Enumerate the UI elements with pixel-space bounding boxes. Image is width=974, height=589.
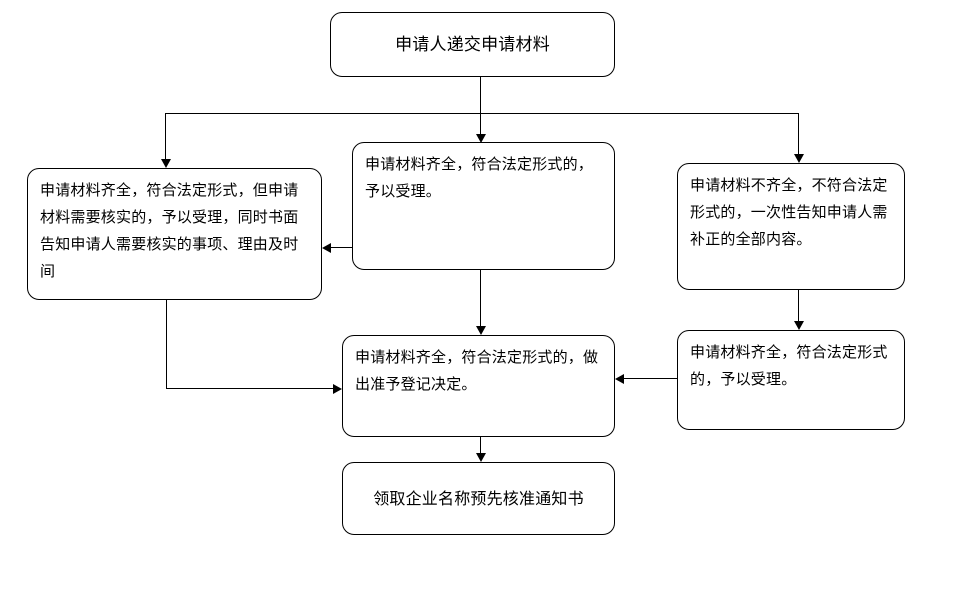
- arrowhead-approve-left: [333, 384, 342, 394]
- node-submit-application[interactable]: 申请人递交申请材料: [330, 12, 615, 77]
- connector-accept-to-verify-needed: [331, 247, 352, 248]
- arrowhead-verify-needed-right: [322, 243, 331, 253]
- arrowhead-approve-top: [476, 326, 486, 335]
- arrowhead-verify-needed-top: [161, 159, 171, 168]
- arrowhead-incomplete-top: [794, 154, 804, 163]
- connector-accept-to-approve: [480, 270, 481, 326]
- node-accept[interactable]: 申请材料齐全，符合法定形式的，予以受理。: [352, 142, 615, 270]
- connector-bar-to-accept: [480, 113, 481, 138]
- node-accept-after-fix[interactable]: 申请材料齐全，符合法定形式的，予以受理。: [677, 330, 905, 430]
- node-approve-registration[interactable]: 申请材料齐全，符合法定形式的，做出准予登记决定。: [342, 335, 615, 437]
- connector-verify-needed-to-approve: [166, 388, 333, 389]
- arrowhead-accept-after-fix-top: [794, 321, 804, 330]
- connector-submit-to-bar: [480, 77, 481, 113]
- node-incomplete-materials[interactable]: 申请材料不齐全，不符合法定形式的，一次性告知申请人需补正的全部内容。: [677, 163, 905, 290]
- connector-distribution-bar: [165, 113, 799, 114]
- connector-bar-to-verify-needed: [165, 113, 166, 162]
- arrowhead-receive-top: [476, 453, 486, 462]
- arrowhead-accept-top: [476, 134, 486, 143]
- connector-accept-after-fix-to-approve: [624, 378, 677, 379]
- connector-verify-needed-down: [166, 300, 167, 388]
- connector-incomplete-to-accept-after-fix: [798, 290, 799, 321]
- arrowhead-approve-right: [615, 374, 624, 384]
- connector-bar-to-incomplete: [798, 113, 799, 157]
- node-receive-notice[interactable]: 领取企业名称预先核准通知书: [342, 462, 615, 535]
- connector-approve-to-receive: [480, 437, 481, 453]
- node-verify-needed[interactable]: 申请材料齐全，符合法定形式，但申请材料需要核实的，予以受理，同时书面告知申请人需…: [27, 168, 322, 300]
